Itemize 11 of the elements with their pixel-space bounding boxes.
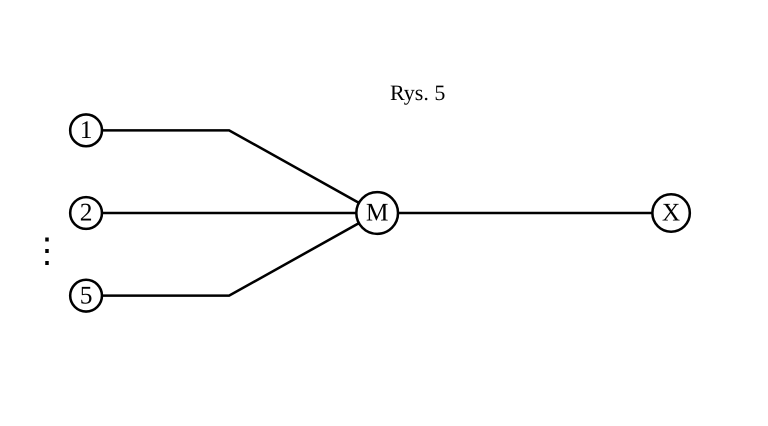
node-circle: X: [651, 193, 692, 233]
node-circle: 5: [68, 278, 104, 313]
figure-caption: Rys. 5: [390, 80, 446, 106]
node-circle: 2: [68, 196, 104, 230]
connector: [102, 129, 360, 204]
ellipsis-mark: ⋮: [30, 232, 64, 271]
node-circle: M: [355, 190, 400, 236]
connector: [398, 212, 652, 214]
connector: [102, 222, 360, 297]
node-circle: 1: [68, 113, 104, 148]
connector: [102, 212, 356, 214]
